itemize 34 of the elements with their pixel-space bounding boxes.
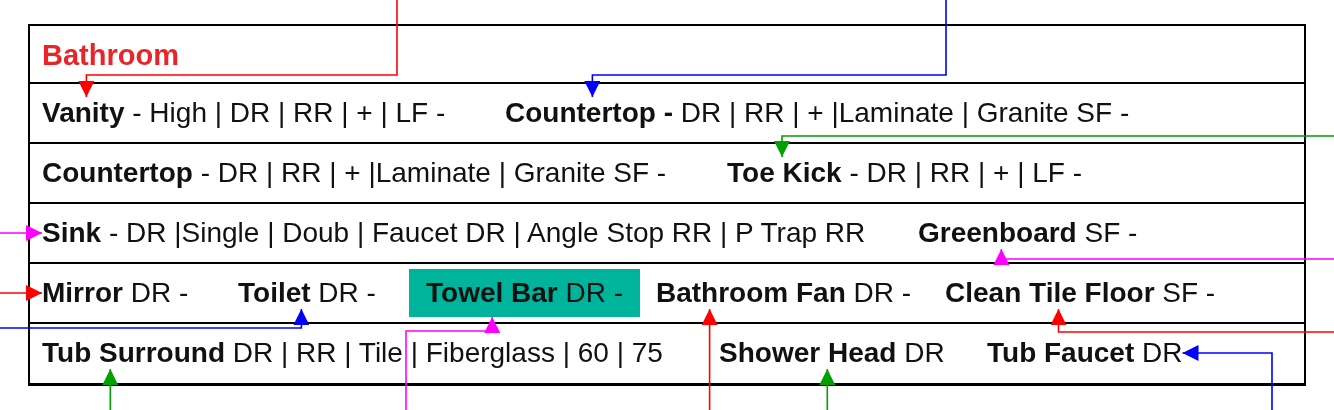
arrow — [819, 368, 836, 410]
arrow — [701, 308, 718, 410]
item-label: Toilet DR - — [238, 277, 376, 309]
item-label: Countertop - DR | RR | + |Laminate | Granite SF - — [505, 97, 1130, 129]
arrow — [774, 135, 1334, 158]
item-label: Tub Surround DR | RR | Tile | Fiberglass | 60 | 75 — [42, 337, 663, 369]
arrow — [405, 316, 501, 410]
table-row — [28, 262, 1306, 324]
arrow — [584, 0, 947, 98]
item-label: Bathroom Fan DR - — [656, 277, 912, 309]
item-label: Greenboard SF - — [918, 217, 1138, 249]
arrow — [78, 0, 398, 98]
item-label: Tub Faucet DR — [987, 337, 1183, 369]
table-row — [28, 82, 1306, 144]
item-label: Shower Head DR — [719, 337, 945, 369]
highlighted-item: Towel Bar DR - — [409, 269, 641, 317]
arrow — [993, 248, 1334, 265]
arrow — [1181, 345, 1273, 410]
arrow — [0, 285, 43, 301]
arrow — [0, 308, 310, 329]
item-label: Toe Kick - DR | RR | + | LF - — [727, 157, 1083, 189]
item-label: Countertop - DR | RR | + |Laminate | Granite SF - — [42, 157, 667, 189]
arrow — [102, 368, 119, 410]
table-row — [28, 322, 1306, 386]
table-row — [28, 142, 1306, 204]
item-label: Clean Tile Floor SF - — [945, 277, 1216, 309]
item-label: Vanity - High | DR | RR | + | LF - — [42, 97, 446, 129]
header-row — [28, 24, 1306, 84]
item-label: Sink - DR |Single | Doub | Faucet DR | Angle Stop RR | P Trap RR — [42, 217, 866, 249]
item-label: Mirror DR - — [42, 277, 189, 309]
section-heading: Bathroom — [42, 38, 179, 72]
table-row — [28, 202, 1306, 264]
arrow — [1050, 308, 1334, 333]
arrow — [0, 225, 43, 241]
